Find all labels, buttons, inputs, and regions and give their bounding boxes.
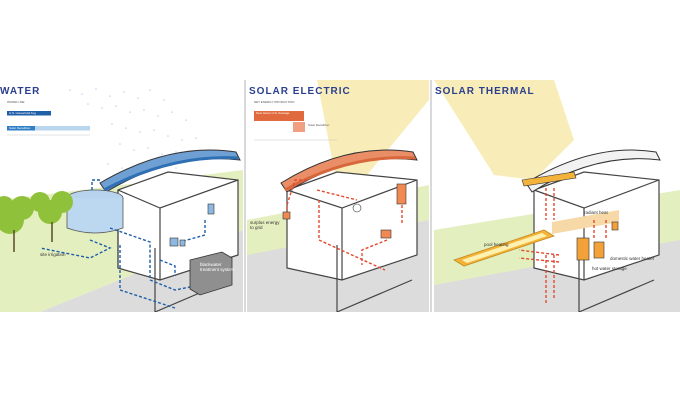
- electric-bar-label-solar-decathlon: Solar Decathlon: [308, 123, 330, 127]
- water-bar-remainder: [35, 126, 90, 131]
- water-bar-us-avg: [7, 111, 51, 116]
- electric-bar-label-new-home: New Home U.S. Average: [256, 111, 290, 115]
- electric-flow-lines: [286, 179, 403, 271]
- label-domestic-water-heater: domestic water heater: [610, 256, 655, 261]
- water-heater: [593, 241, 605, 259]
- appliance: [396, 183, 407, 205]
- panel-divider: [244, 80, 246, 312]
- meter: [282, 211, 291, 220]
- appliance: [380, 229, 392, 239]
- solar-electric-title: SOLAR ELECTRIC: [249, 86, 351, 97]
- water-bar-label-solar-decathlon: Solar Decathlon: [9, 125, 31, 130]
- solar-thermal-illustration: [434, 80, 680, 312]
- electric-bar-new-home: [254, 111, 304, 121]
- solar-thermal-panel: [434, 80, 680, 312]
- electric-bar-solar-decathlon: [293, 122, 305, 132]
- solar-electric-illustration: [247, 80, 429, 312]
- cistern: [66, 198, 124, 234]
- fixture: [611, 221, 619, 231]
- hot-water-tank: [576, 237, 590, 261]
- water-chart-header: WATER USE: [7, 100, 25, 104]
- thermal-flow-lines: [518, 188, 607, 305]
- label-radiant-heat: radiant heat: [584, 210, 608, 215]
- water-bar-label-us-avg: U.S. Household Avg: [9, 110, 36, 115]
- label-hot-water-storage: hot water storage: [592, 266, 627, 271]
- roof-collector: [103, 156, 239, 192]
- label-pool-heating: pool heating: [484, 242, 509, 247]
- fixture: [352, 203, 362, 213]
- house: [286, 171, 418, 312]
- water-bar-solar-decathlon: [7, 126, 35, 131]
- label-surplus-energy: surplus energy to grid: [250, 220, 280, 230]
- water-illustration: [0, 88, 243, 312]
- solar-electric-panel: [247, 80, 429, 312]
- pool-water: [462, 233, 547, 263]
- water-flow-lines: [39, 179, 206, 309]
- solar-thermal-title: SOLAR THERMAL: [435, 86, 535, 97]
- electric-chart-header: NET ENERGY PRODUCTION: [254, 100, 295, 104]
- roof-pv: [284, 156, 416, 192]
- water-panel: [0, 80, 243, 312]
- trees: [0, 191, 73, 234]
- radiant-floor: [552, 210, 619, 234]
- sun-beam: [434, 80, 574, 180]
- fixture: [179, 239, 186, 247]
- fixture: [169, 237, 179, 247]
- solar-collector: [521, 171, 577, 187]
- blackwater-tank: [189, 251, 233, 296]
- label-site-irrigation: site irrigation: [40, 252, 66, 257]
- fixture: [207, 203, 215, 215]
- panel-divider: [430, 80, 432, 312]
- label-blackwater-treatment: blackwater treatment system: [200, 262, 235, 272]
- water-title: WATER: [0, 86, 41, 97]
